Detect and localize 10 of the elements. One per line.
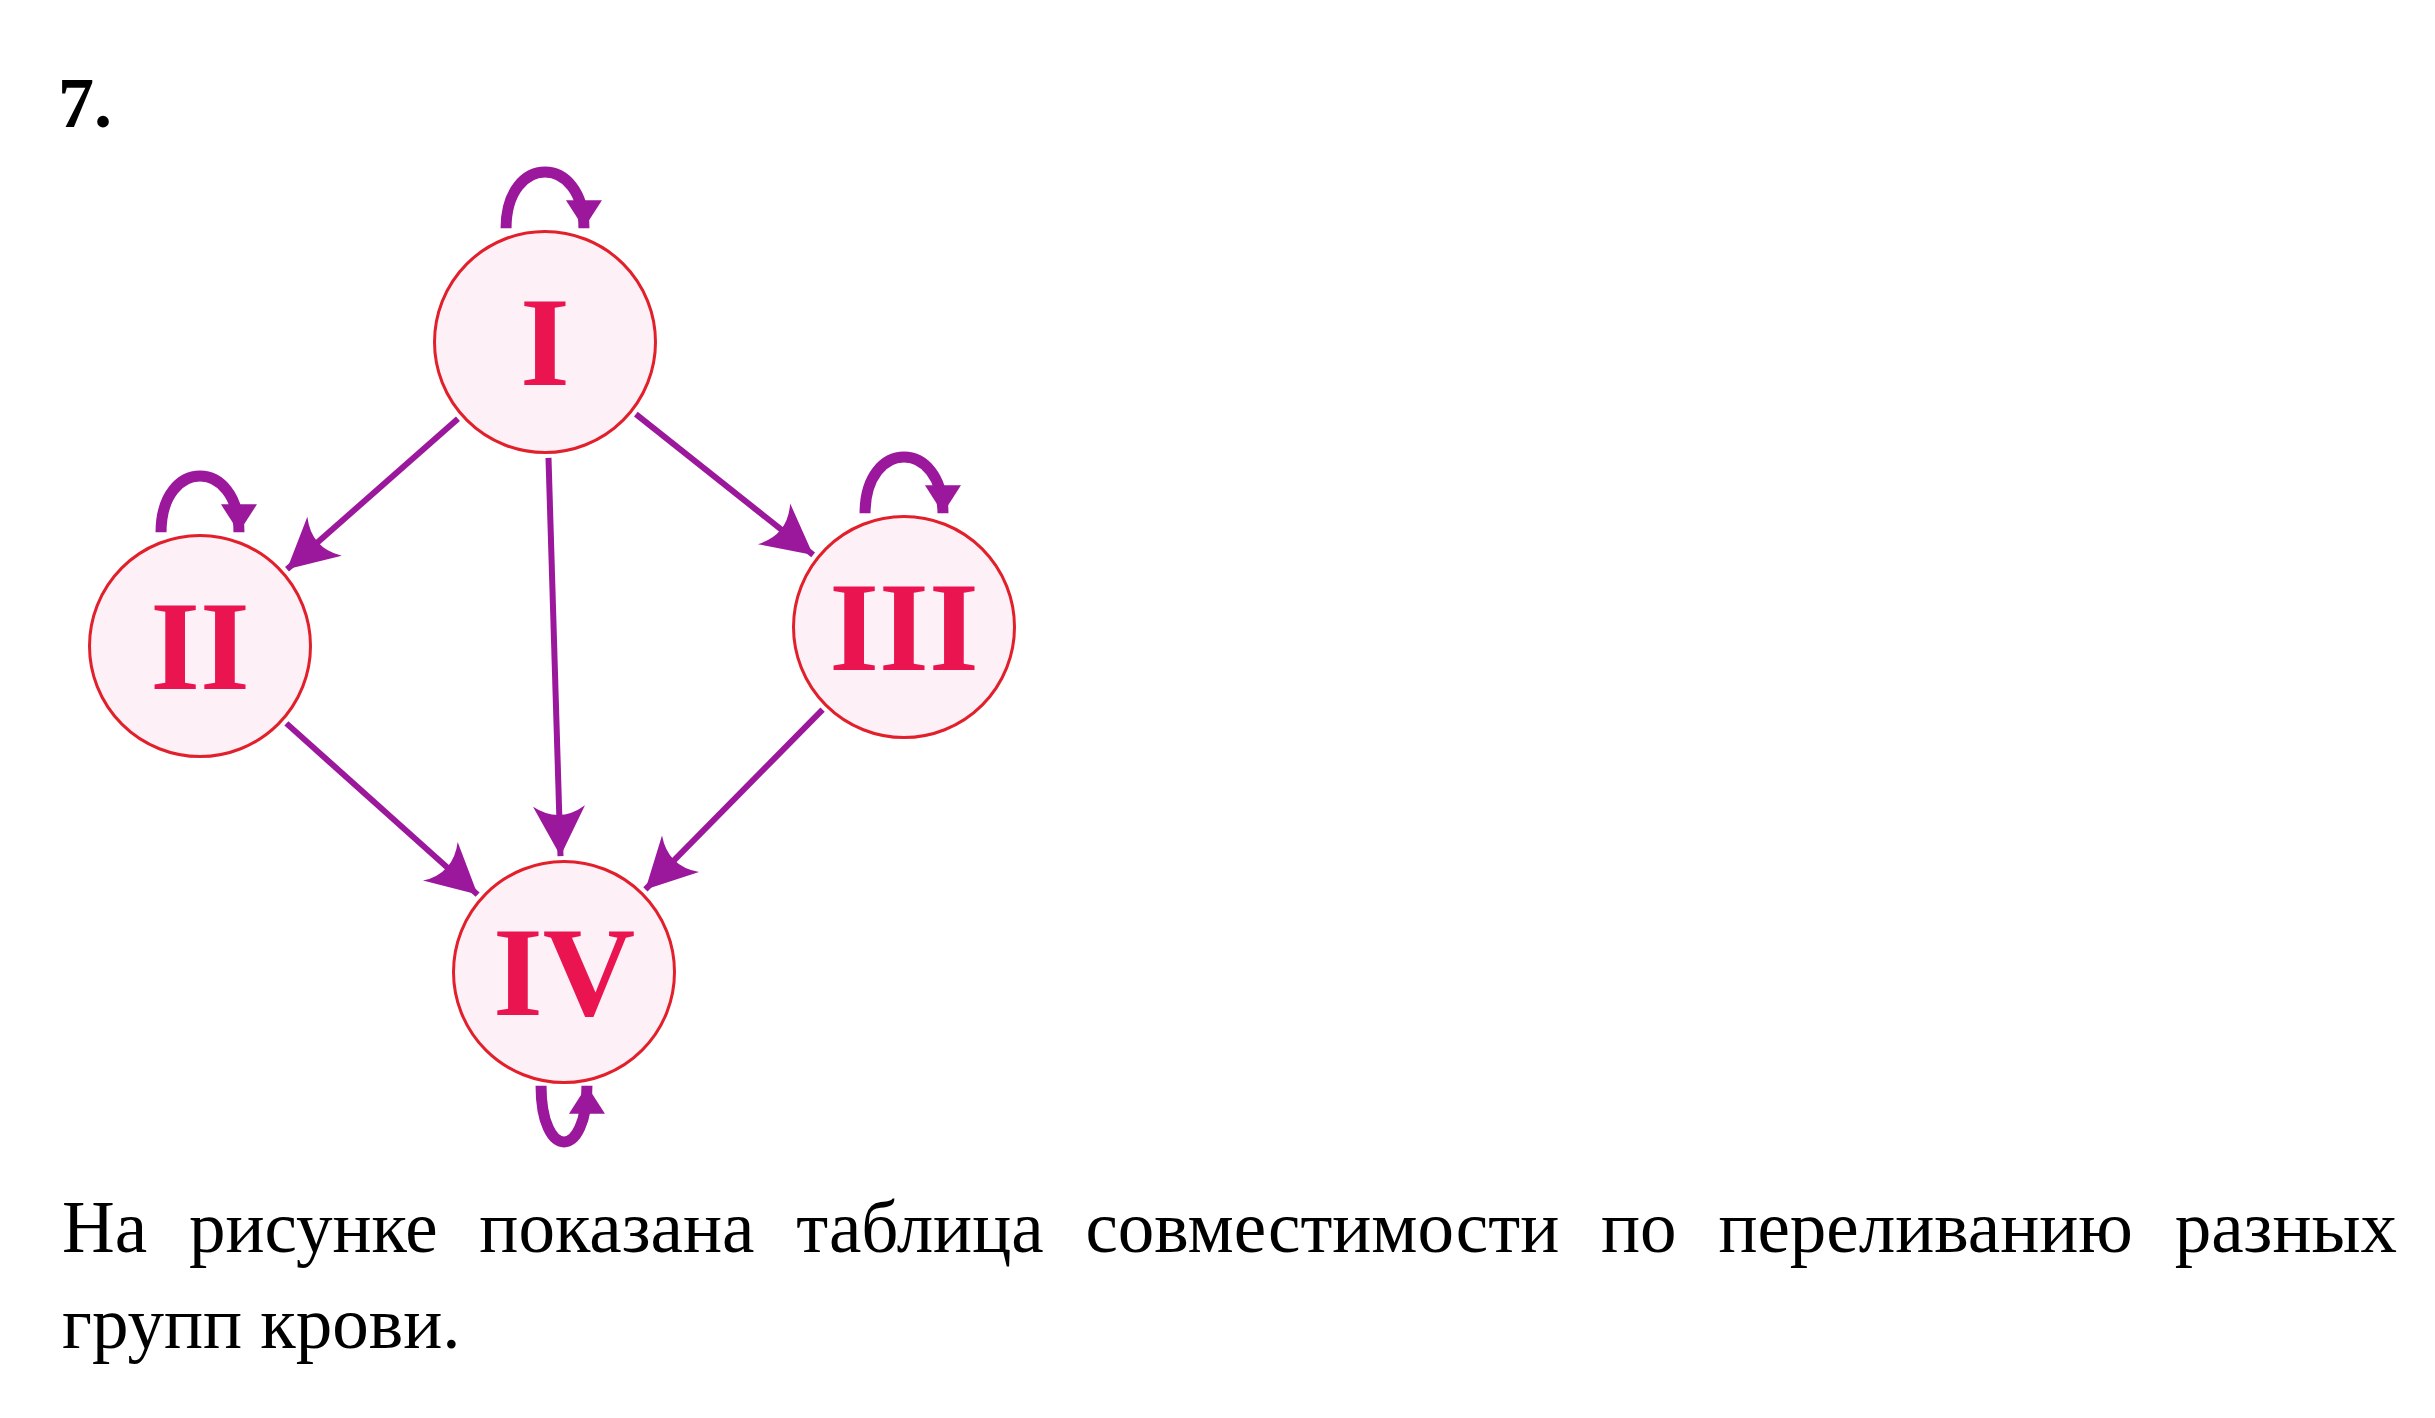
- group-numeral: III: [829, 563, 979, 691]
- group-numeral: I: [520, 278, 570, 406]
- curved-arrow: [500, 166, 600, 229]
- group-numeral: IV: [492, 908, 636, 1036]
- group-numeral: II: [150, 582, 250, 710]
- curved-arrow: [155, 470, 255, 533]
- curved-arrow: [535, 1085, 604, 1148]
- curved-arrow: [859, 451, 959, 514]
- task-number: 7.: [58, 62, 112, 145]
- caption-text: На рисунке показана таблица совместимости по переливанию разных групп крови.: [62, 1186, 2397, 1366]
